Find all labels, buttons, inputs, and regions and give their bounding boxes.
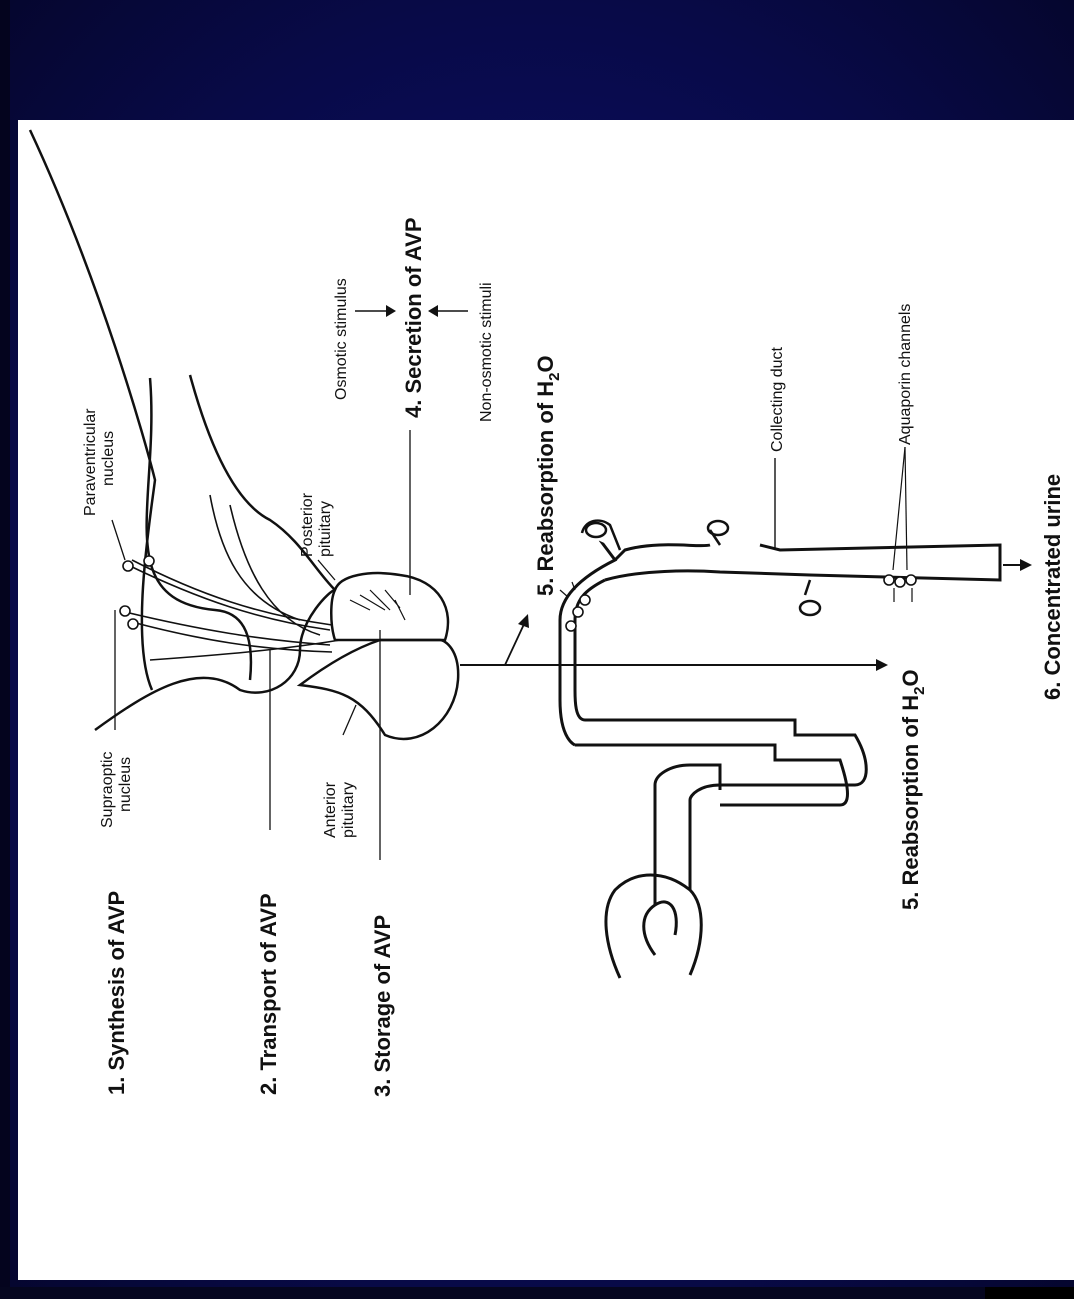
- label-paraventricular-line2: nucleus: [100, 431, 117, 486]
- nephron-tubule: [560, 540, 1000, 978]
- nonosmotic-arrow: [428, 305, 468, 317]
- diagram-panel: 1. Synthesis of AVP 2. Transport of AVP …: [18, 120, 1074, 1280]
- label-supraoptic-line2: nucleus: [117, 757, 134, 812]
- step-5-lower-subscript: 2: [911, 687, 928, 695]
- step-3-storage: 3. Storage of AVP: [370, 915, 395, 1097]
- pituitary-to-kidney-arrow: [460, 614, 888, 671]
- aquaporin-circles: [566, 575, 916, 631]
- posterior-pituitary: [331, 573, 448, 640]
- posterior-pituitary-terminals: [350, 590, 405, 620]
- step-5-upper-text: 5. Reabsorption of H: [533, 381, 558, 596]
- step-4-secretion: 4. Secretion of AVP: [401, 218, 426, 419]
- anterior-pituitary: [300, 640, 458, 739]
- label-osmotic-stimulus: Osmotic stimulus: [333, 278, 350, 400]
- osmotic-arrow: [355, 305, 396, 317]
- label-nonosmotic-stimuli: Non-osmotic stimuli: [478, 282, 495, 422]
- step-5-upper-subscript: 2: [546, 373, 563, 381]
- label-aquaporin-channels: Aquaporin channels: [897, 304, 914, 445]
- step-2-transport: 2. Transport of AVP: [256, 893, 281, 1095]
- step-5-reabsorption-upper: 5. Reabsorption of H2O: [533, 355, 563, 596]
- label-anterior-line1: Anterior: [322, 781, 339, 838]
- label-paraventricular-line1: Paraventricular: [82, 408, 99, 516]
- step-5-lower-text: 5. Reabsorption of H: [898, 695, 923, 910]
- label-collecting-duct: Collecting duct: [769, 347, 786, 453]
- step-6-concentrated-urine: 6. Concentrated urine: [1040, 474, 1065, 700]
- slide-left-edge: [0, 0, 10, 1299]
- urine-outlet-arrow: [1003, 559, 1032, 571]
- step-5-upper-o: O: [533, 355, 558, 372]
- slide-bottom-corner: [985, 1287, 1074, 1299]
- label-posterior-line2: pituitary: [317, 501, 334, 557]
- label-posterior-line1: Posterior: [299, 492, 316, 557]
- avp-pathway-diagram: 1. Synthesis of AVP 2. Transport of AVP …: [18, 120, 1074, 1280]
- step-5-lower-o: O: [898, 669, 923, 686]
- collecting-duct-branches: [582, 521, 820, 615]
- step-1-synthesis: 1. Synthesis of AVP: [104, 891, 129, 1095]
- label-supraoptic-line1: Supraoptic: [99, 752, 116, 829]
- step-5-reabsorption-lower: 5. Reabsorption of H2O: [898, 669, 928, 910]
- slide-bottom-edge: [0, 1287, 1074, 1299]
- label-anterior-line2: pituitary: [340, 782, 357, 838]
